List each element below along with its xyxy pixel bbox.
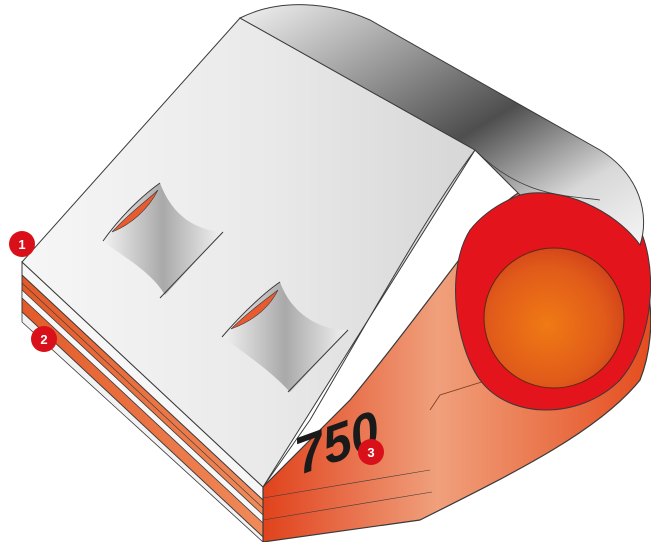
tube-opening	[484, 248, 624, 388]
callout-2: 2	[31, 326, 57, 352]
callout-1-number: 1	[18, 237, 25, 252]
callout-1: 1	[9, 231, 35, 257]
callout-3: 3	[358, 439, 384, 465]
callout-3-number: 3	[367, 445, 374, 460]
callout-2-number: 2	[40, 332, 47, 347]
